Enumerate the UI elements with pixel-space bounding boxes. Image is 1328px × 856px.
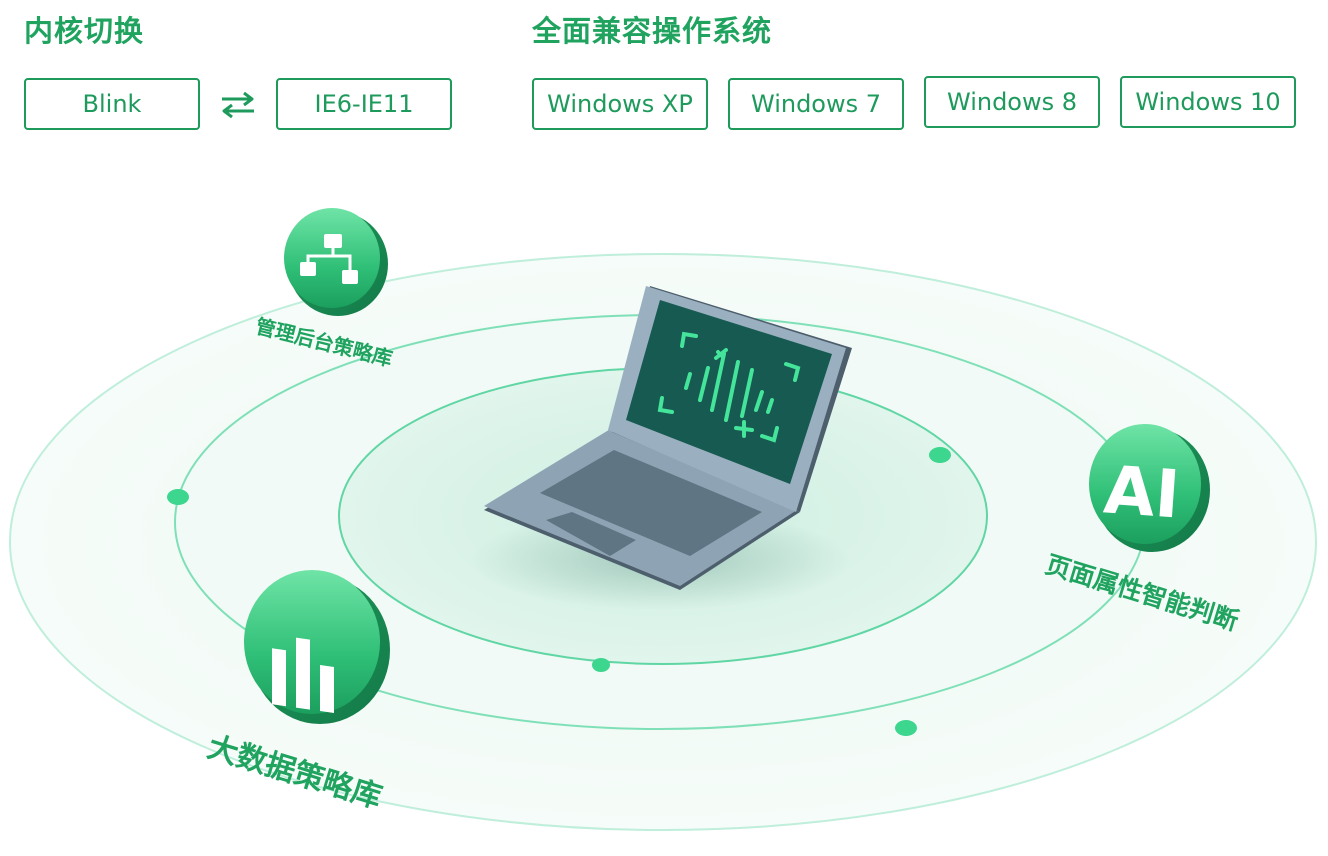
ai-icon: AI [1089,424,1210,552]
orbit-dot [929,447,951,463]
os-title: 全面兼容操作系统 [532,14,773,48]
orbit-dot [167,489,189,505]
kernel-blink-tag: Blink [24,78,200,130]
ai-icon-text: AI [1101,451,1182,533]
orbit-dot [592,658,610,672]
org-chart-icon [284,208,388,316]
os-tag-winxp: Windows XP [532,78,708,130]
orbit-dot [895,720,917,736]
laptop-illustration [484,286,852,590]
os-tag-win10: Windows 10 [1120,76,1296,128]
bar-chart-icon [244,570,390,724]
swap-arrows-icon [222,91,254,119]
kernel-title: 内核切换 [24,14,145,48]
kernel-ie-tag: IE6-IE11 [276,78,452,130]
os-tag-win8: Windows 8 [924,76,1100,128]
os-tag-win7: Windows 7 [728,78,904,130]
